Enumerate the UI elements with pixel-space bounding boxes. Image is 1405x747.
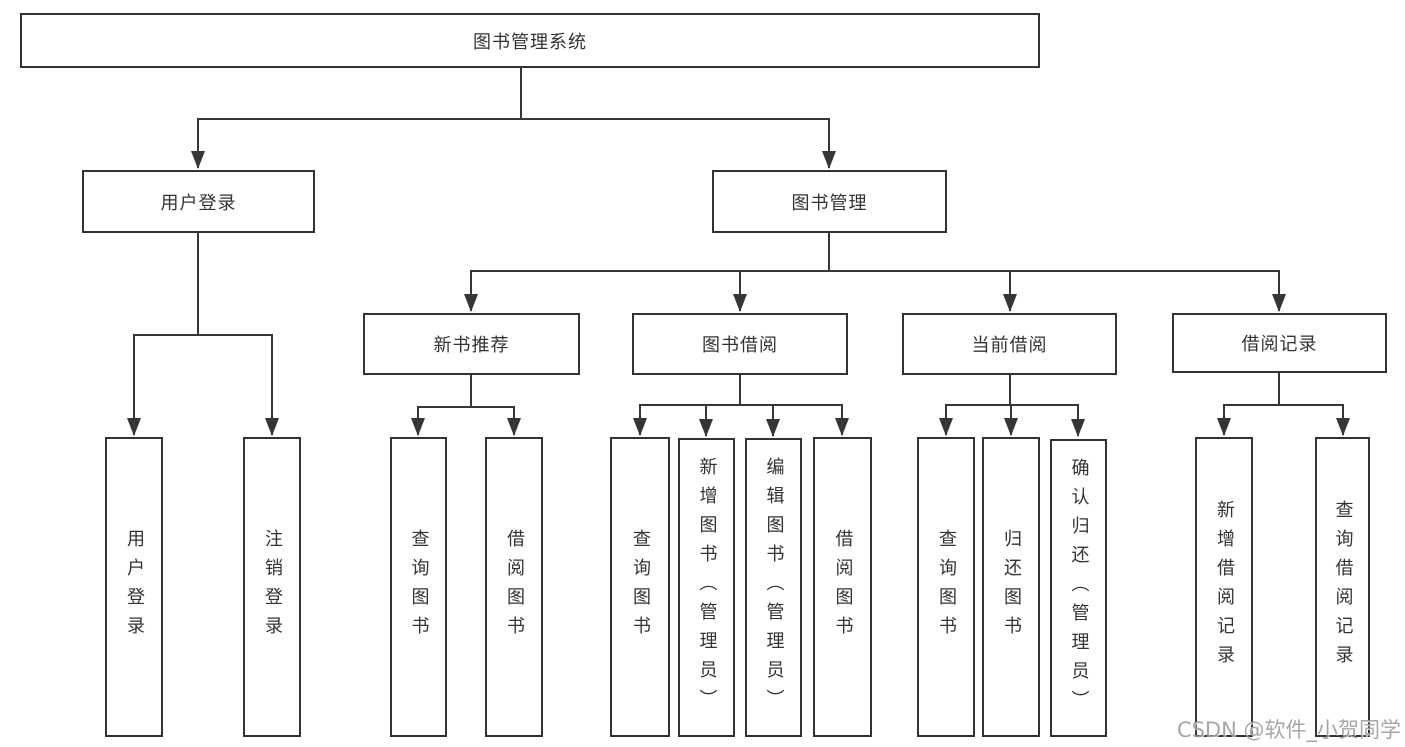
- leaf-query-book-3-label: 查询图书: [936, 529, 957, 645]
- leaf-confirm-return-admin-label: 确认归还（管理员）: [1068, 457, 1090, 719]
- leaf-query-book-1: 查询图书: [390, 437, 447, 737]
- leaf-add-book-admin-label: 新增图书（管理员）: [696, 457, 718, 718]
- node-root: 图书管理系统: [20, 13, 1040, 68]
- leaf-query-book-2: 查询图书: [610, 437, 670, 737]
- leaf-query-borrow-record-label: 查询借阅记录: [1332, 500, 1354, 674]
- leaf-borrow-book-1: 借阅图书: [485, 437, 543, 737]
- leaf-add-borrow-record-label: 新增借阅记录: [1214, 500, 1235, 674]
- leaf-query-borrow-record: 查询借阅记录: [1315, 437, 1370, 737]
- node-user-login-label: 用户登录: [160, 192, 237, 214]
- leaf-borrow-book-2-label: 借阅图书: [832, 529, 854, 645]
- leaf-edit-book-admin: 编辑图书（管理员）: [745, 438, 802, 737]
- node-book-management-label: 图书管理: [791, 192, 868, 214]
- connector-new-book-children: [411, 375, 521, 436]
- connector-book-borrow-children: [633, 375, 849, 437]
- node-root-label: 图书管理系统: [473, 31, 587, 53]
- leaf-return-book: 归还图书: [982, 437, 1040, 737]
- leaf-confirm-return-admin: 确认归还（管理员）: [1050, 439, 1107, 737]
- node-current-borrow: 当前借阅: [902, 313, 1117, 375]
- leaf-user-login: 用户登录: [105, 437, 163, 737]
- connector-user-login-children: [127, 233, 279, 436]
- node-borrow-record: 借阅记录: [1172, 313, 1387, 373]
- node-borrow-record-label: 借阅记录: [1241, 334, 1318, 355]
- leaf-edit-book-admin-label: 编辑图书（管理员）: [763, 457, 785, 718]
- node-book-borrow-label: 图书借阅: [702, 335, 778, 356]
- connector-current-borrow-children: [939, 375, 1085, 437]
- node-new-book-recommend-label: 新书推荐: [433, 335, 510, 356]
- leaf-add-book-admin: 新增图书（管理员）: [678, 438, 735, 737]
- leaf-add-borrow-record: 新增借阅记录: [1195, 437, 1253, 737]
- node-user-login: 用户登录: [82, 170, 315, 233]
- connector-book-management-children: [464, 233, 1286, 312]
- leaf-query-book-2-label: 查询图书: [630, 529, 651, 645]
- node-book-management: 图书管理: [712, 170, 947, 233]
- node-new-book-recommend: 新书推荐: [363, 313, 580, 375]
- leaf-logout: 注销登录: [243, 437, 301, 737]
- node-current-borrow-label: 当前借阅: [971, 335, 1048, 356]
- connector-borrow-record-children: [1217, 373, 1350, 436]
- leaf-return-book-label: 归还图书: [1001, 529, 1022, 645]
- leaf-query-book-1-label: 查询图书: [408, 529, 430, 645]
- node-book-borrow: 图书借阅: [632, 313, 848, 375]
- leaf-user-login-label: 用户登录: [124, 529, 145, 645]
- leaf-borrow-book-2: 借阅图书: [813, 437, 872, 737]
- leaf-borrow-book-1-label: 借阅图书: [504, 529, 525, 645]
- leaf-query-book-3: 查询图书: [917, 437, 975, 737]
- connector-root-to-level2: [191, 68, 836, 169]
- leaf-logout-label: 注销登录: [262, 529, 283, 645]
